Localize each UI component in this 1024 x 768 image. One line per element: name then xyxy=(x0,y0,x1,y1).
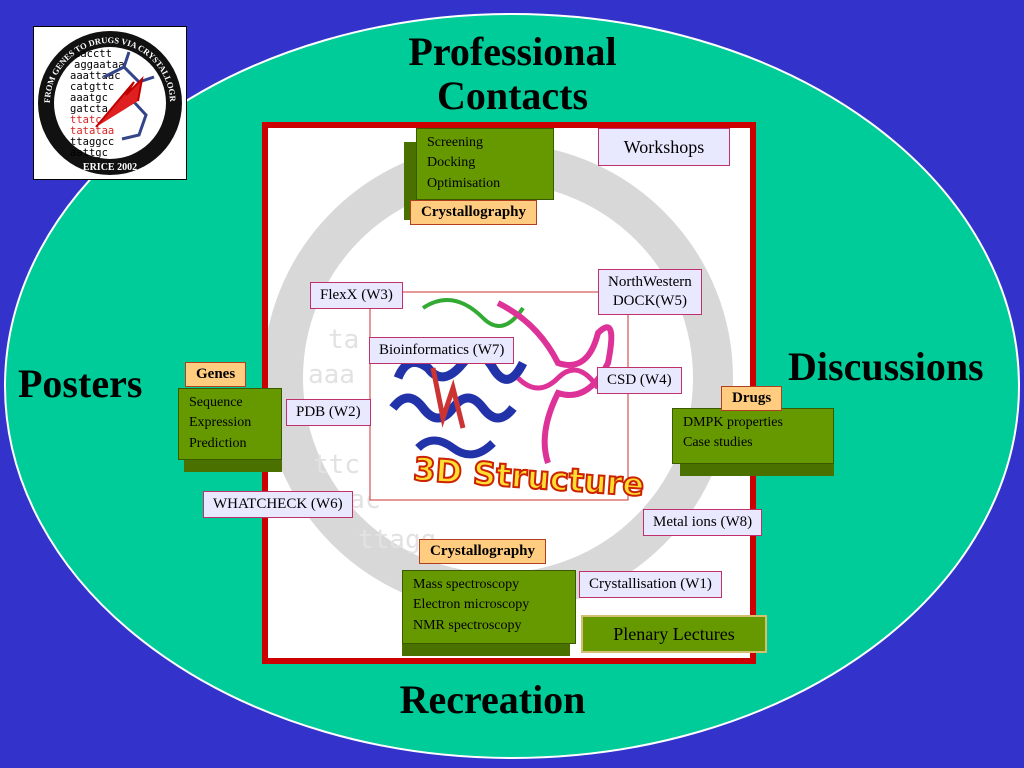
right-green-box: DMPK properties Case studies xyxy=(672,408,834,476)
left-box-line-expression: Expression xyxy=(189,415,252,431)
workshop-csd: CSD (W4) xyxy=(597,367,682,394)
workshop-crystallisation: Crystallisation (W1) xyxy=(579,571,722,598)
right-box-line-case-studies: Case studies xyxy=(683,435,753,451)
logo-seq-line: aaatgc xyxy=(70,92,108,104)
top-box-line-optimisation: Optimisation xyxy=(427,175,501,191)
top-green-box: Screening Docking Optimisation xyxy=(404,128,554,220)
left-box-line-sequence: Sequence xyxy=(189,395,243,410)
erice-logo: FROM GENES TO DRUGS VIA CRYSTALLOGRAPHY … xyxy=(31,19,187,180)
bottom-box-line-nmr: NMR spectroscopy xyxy=(413,617,522,633)
logo-seq-line: aacctt xyxy=(74,48,112,60)
logo-seq-line: gatcta xyxy=(70,103,108,115)
logo-graphic: FROM GENES TO DRUGS VIA CRYSTALLOGRAPHY … xyxy=(31,19,182,175)
logo-seq-line: ttatc xyxy=(70,114,102,126)
top-box-line-screening: Screening xyxy=(427,135,483,150)
logo-seq-line: aggaataa xyxy=(74,59,125,71)
logo-seq-line: ttaggcc xyxy=(70,136,114,148)
heading-recreation: Recreation xyxy=(399,677,586,722)
workshop-northwestern: NorthWestern DOCK(W5) xyxy=(598,269,702,315)
left-box-line-prediction: Prediction xyxy=(189,435,247,451)
svg-text:ttc: ttc xyxy=(313,450,360,480)
workshop-bioinformatics: Bioinformatics (W7) xyxy=(369,337,515,364)
svg-text:ta: ta xyxy=(328,325,359,355)
workshops-label: Workshops xyxy=(598,128,730,166)
svg-text:aaa: aaa xyxy=(308,360,355,390)
heading-discussions: Discussions xyxy=(788,344,984,389)
right-box-line-dmpk: DMPK properties xyxy=(683,415,783,430)
left-green-box: Sequence Expression Prediction xyxy=(178,388,282,472)
drugs-tag: Drugs xyxy=(721,386,783,411)
workshop-pdb: PDB (W2) xyxy=(286,399,371,426)
bottom-box-line-mass: Mass spectroscopy xyxy=(413,577,520,592)
bottom-box-line-electron: Electron microscopy xyxy=(413,597,530,613)
workshop-metal-ions: Metal ions (W8) xyxy=(643,509,763,536)
logo-bottom-text: ERICE 2002 xyxy=(83,162,137,173)
logo-seq-line: aaattaac xyxy=(70,70,121,82)
bottom-green-box: Mass spectroscopy Electron microscopy NM… xyxy=(402,570,576,656)
top-box-line-docking: Docking xyxy=(427,155,476,171)
heading-posters: Posters xyxy=(18,361,143,406)
genes-tag: Genes xyxy=(185,362,247,387)
heading-professional-contacts: Professional Contacts xyxy=(408,29,617,118)
red-arrow-icon xyxy=(95,76,144,128)
workshop-whatcheck: WHATCHECK (W6) xyxy=(203,491,353,518)
workshop-flexx: FlexX (W3) xyxy=(310,282,403,309)
logo-seq-line: aattgc xyxy=(70,147,108,159)
logo-seq-line: catgttc xyxy=(70,81,114,93)
bottom-crystallography-tag: Crystallography xyxy=(419,539,546,564)
top-crystallography-tag: Crystallography xyxy=(410,200,537,225)
logo-seq-line: tatataa xyxy=(70,125,114,137)
plenary-lectures-label: Plenary Lectures xyxy=(581,615,767,653)
